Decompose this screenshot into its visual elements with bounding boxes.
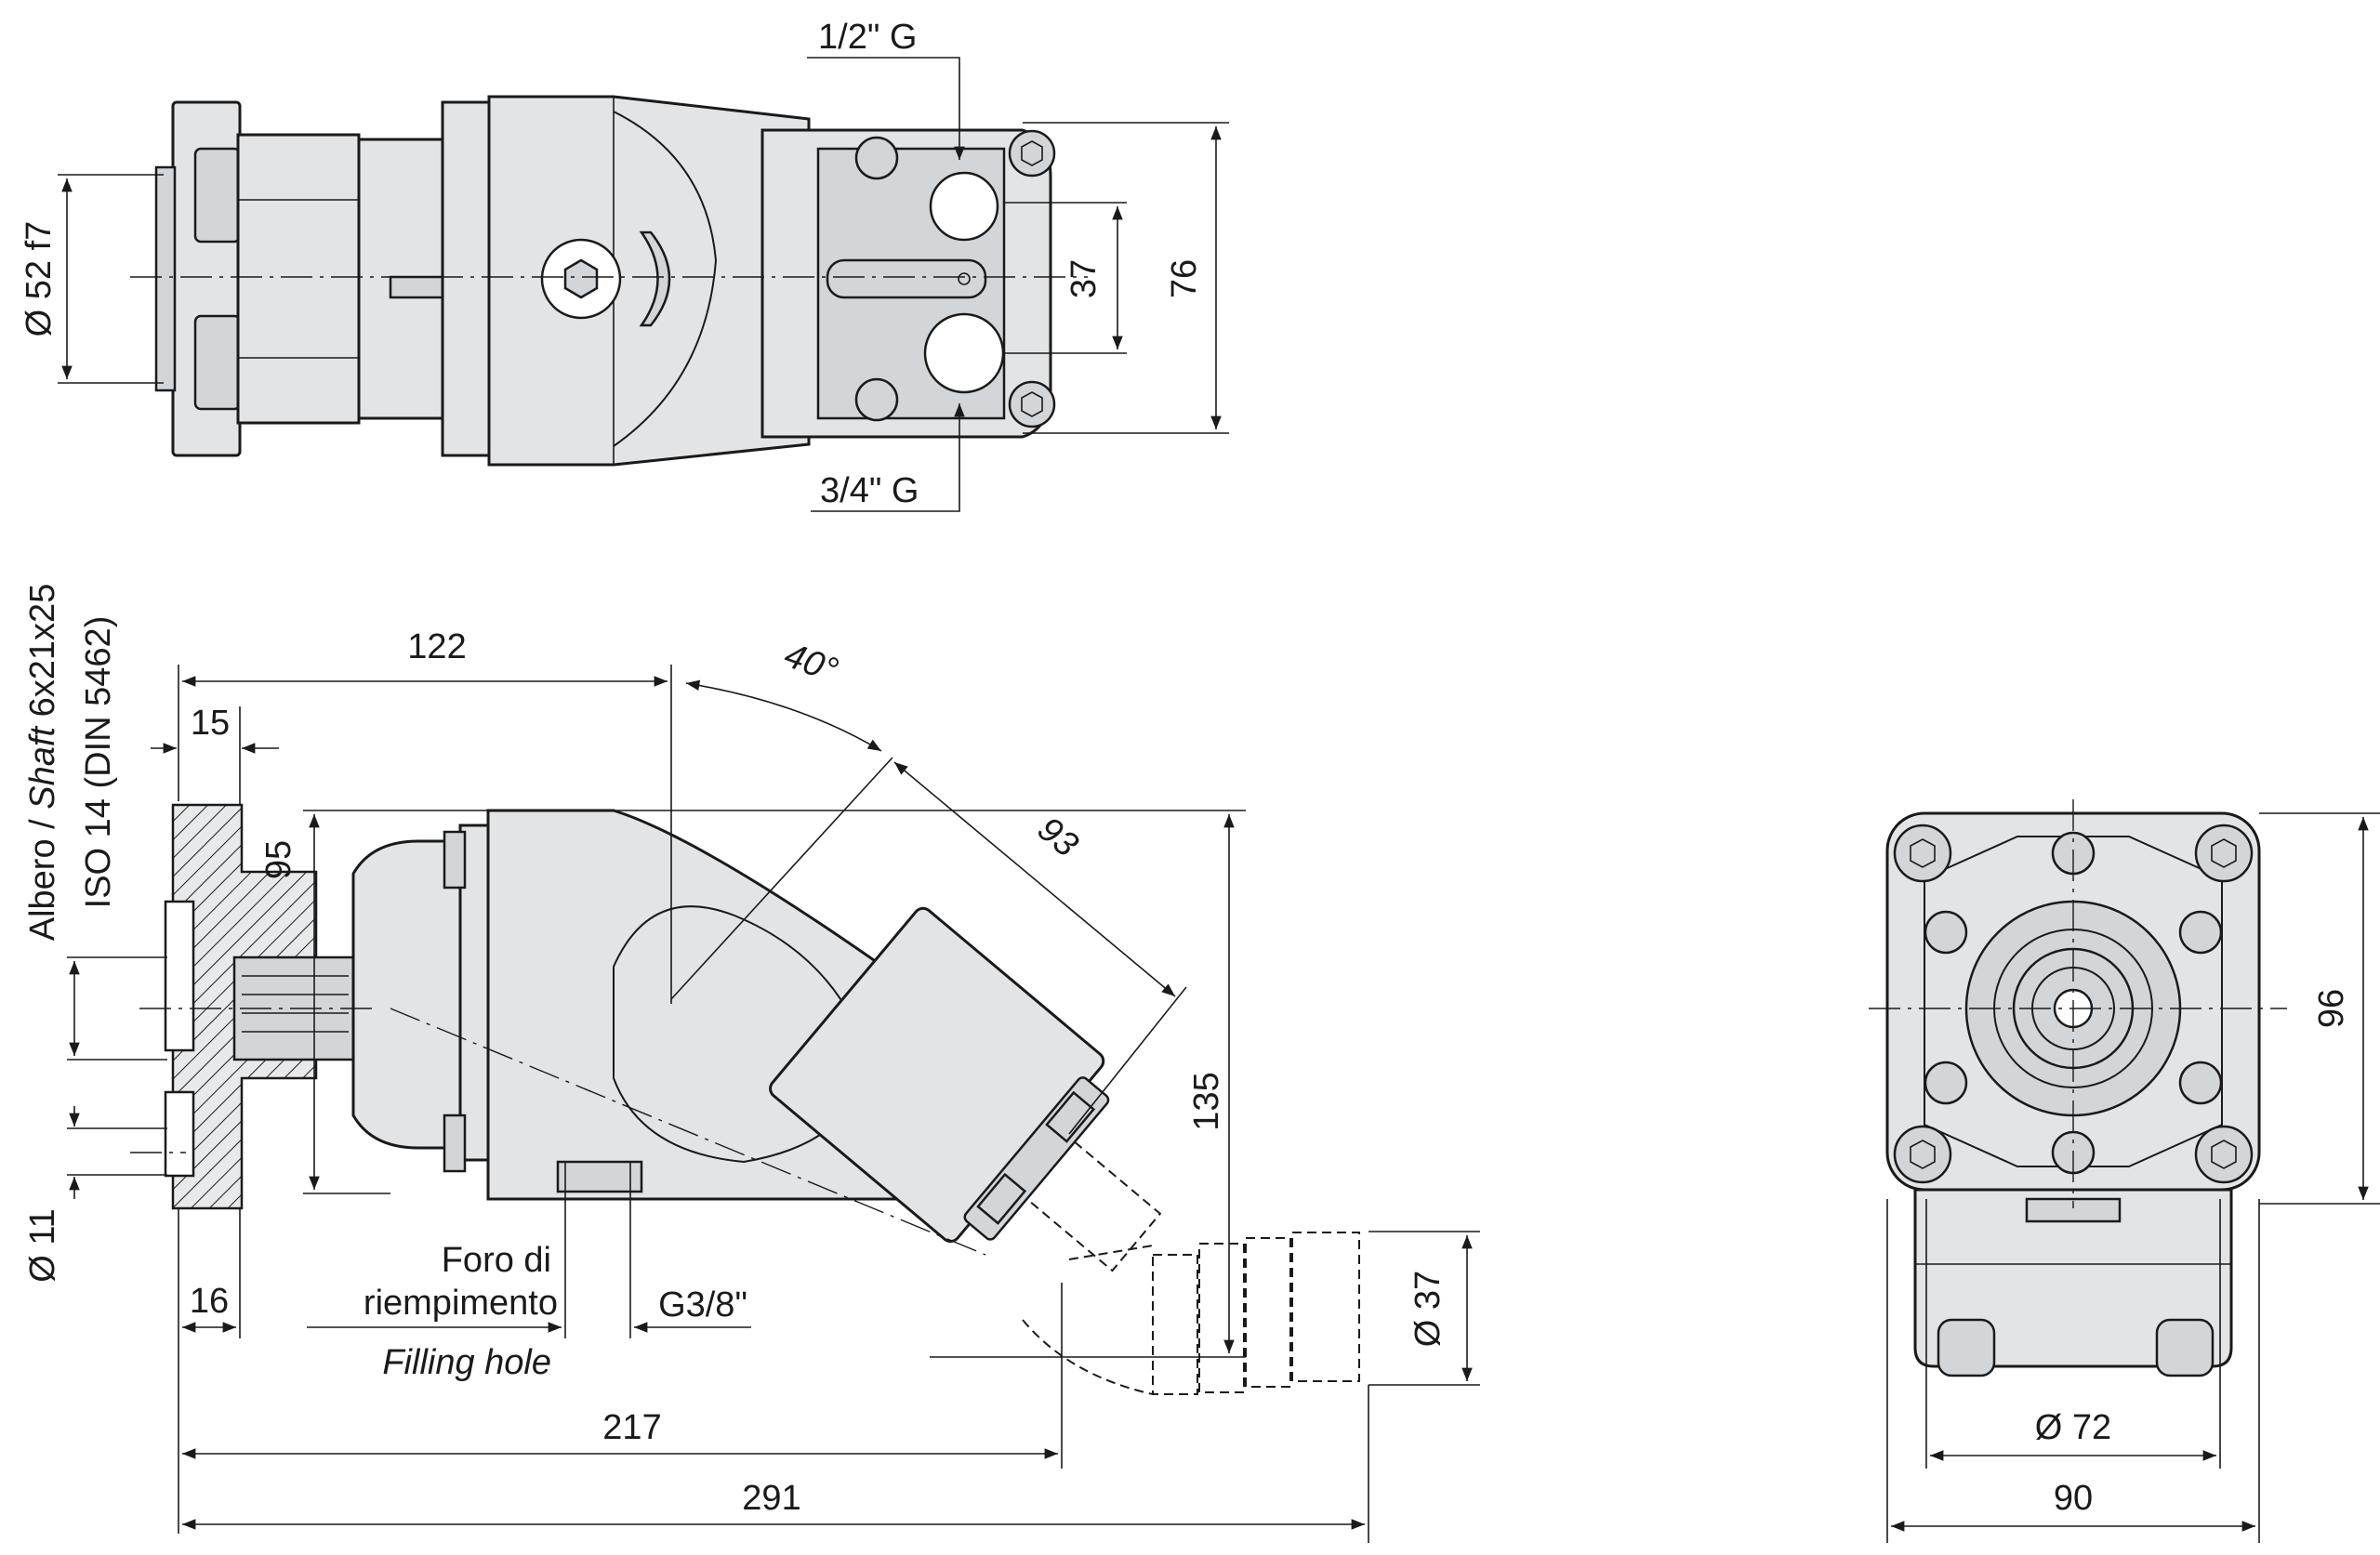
shaft-stub-top <box>389 275 448 299</box>
filling-hole-it-line2: riempimento <box>364 1284 558 1323</box>
outlet-line-hidden <box>1068 1245 1154 1260</box>
flange-pilot-top <box>154 165 177 392</box>
port-boss-icon <box>1045 1090 1096 1143</box>
dim-90: 90 <box>2054 1479 2093 1518</box>
bolt-head-icon <box>1924 1061 1968 1105</box>
port-bridge <box>826 258 987 299</box>
bolt-head-icon <box>2178 1061 2223 1105</box>
filling-hole-plug <box>556 1160 643 1193</box>
main-body-top <box>487 95 811 467</box>
hose-fitting <box>1152 1232 1360 1395</box>
outlet-curve-hidden <box>1022 1319 1154 1395</box>
bolt-head-icon <box>1008 380 1056 428</box>
flange-boss-upper <box>193 147 242 244</box>
shaft-label-prefix: Albero / <box>23 810 62 942</box>
bolt-head-icon <box>854 136 899 180</box>
port-upper-icon <box>929 171 999 242</box>
filling-thread: G3/8" <box>658 1285 747 1324</box>
shaft-label-italic: Shaft <box>23 726 62 810</box>
dim-16: 16 <box>190 1282 229 1321</box>
hex-bolt-icon <box>2194 824 2254 883</box>
port-boss-icon <box>976 1172 1027 1225</box>
dim-overall-height: 76 <box>1165 259 1204 298</box>
dim-135: 135 <box>1187 1072 1226 1130</box>
bolt-head-icon <box>1924 910 1968 955</box>
bolt-head-icon <box>1008 129 1056 178</box>
dim-pilot-diameter: Ø 72 <box>2035 1408 2111 1447</box>
hex-bolt-icon <box>1893 1125 1952 1184</box>
shaft-standard: ISO 14 (DIN 5462) <box>79 616 118 909</box>
dim-outlet-diameter: Ø 37 <box>1408 1271 1448 1347</box>
outlet-fitting-hidden <box>1025 1140 1162 1272</box>
bolt-head-icon <box>854 377 899 422</box>
dim-291: 291 <box>742 1479 800 1518</box>
dim-122: 122 <box>407 627 466 666</box>
dim-96: 96 <box>2312 989 2351 1028</box>
dim-217: 217 <box>602 1408 661 1447</box>
flange-pilot-side <box>164 900 195 1052</box>
dim-angle: 40° <box>779 636 842 691</box>
bearing-housing-top <box>236 133 361 425</box>
dim-hole-diameter: Ø 11 <box>23 1208 62 1283</box>
dim-port-spacing: 37 <box>1064 259 1104 298</box>
hex-bolt-icon <box>2194 1125 2254 1184</box>
hex-bolt-icon <box>1893 824 1952 883</box>
flange-boss-lower <box>193 314 242 411</box>
bolt-head-icon <box>2178 910 2223 955</box>
dim-flange-diameter: Ø 52 f7 <box>20 221 59 337</box>
hex-socket-icon <box>563 258 599 299</box>
dim-93: 93 <box>1030 810 1085 864</box>
body-ring-top <box>441 100 491 457</box>
side-view: Albero / Shaft 6x21x25 ISO 14 (DIN 5462)… <box>23 584 1480 1543</box>
top-view: Ø 52 f7 1/2" G 3/4" G 37 76 <box>20 18 1229 512</box>
filling-hole-it-line1: Foro di <box>442 1241 551 1280</box>
filling-hole-en: Filling hole <box>382 1343 551 1382</box>
dim-95: 95 <box>259 840 298 879</box>
port-lower-icon <box>923 312 1005 394</box>
shaft-label: Albero / Shaft 6x21x25 <box>23 584 62 942</box>
dim-15: 15 <box>191 704 230 743</box>
port-lower-label: 3/4" G <box>820 471 919 510</box>
port-upper-label: 1/2" G <box>818 18 917 57</box>
front-view: 96 Ø 72 90 <box>1869 799 2380 1543</box>
mounting-hole <box>164 1090 195 1178</box>
shaft-label-suffix: 6x21x25 <box>23 584 62 727</box>
